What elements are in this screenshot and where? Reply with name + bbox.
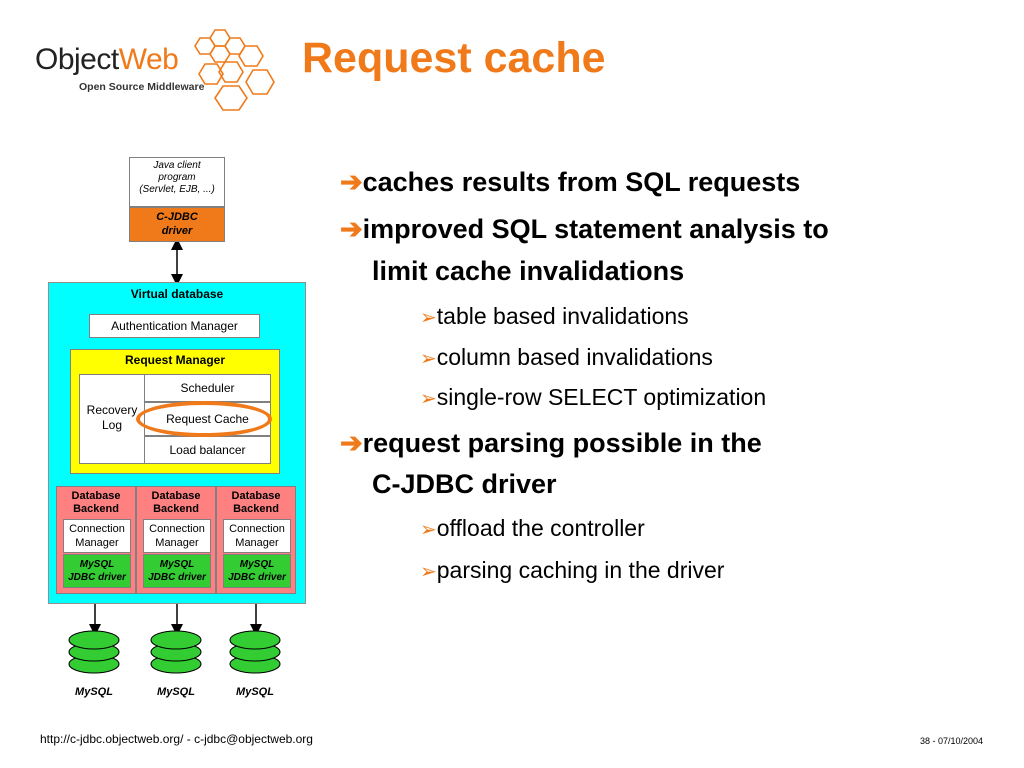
arrow-bullet-icon: ➔ — [340, 167, 363, 197]
mysql-db-label: MySQL — [236, 686, 274, 698]
sub-bullet: ➢parsing caching in the driver — [420, 556, 724, 586]
bullet-improved-analysis: ➔improved SQL statement analysis to — [340, 213, 829, 245]
bullet-caches-results: ➔caches results from SQL requests — [340, 166, 800, 198]
java-client-line: program — [158, 172, 196, 183]
recovery-log-line: Recovery — [86, 403, 138, 417]
database-icon — [229, 630, 281, 674]
java-client-line: Java client — [153, 160, 201, 171]
sub-bullet-text: table based invalidations — [436, 303, 689, 329]
logo-subtitle: Open Source Middleware — [79, 81, 205, 93]
page-title: Request cache — [302, 34, 606, 82]
driver-line: MySQL — [159, 559, 195, 570]
database-icon — [150, 630, 202, 674]
scheduler-box: Scheduler — [144, 374, 271, 402]
triangle-bullet-icon: ➢ — [420, 307, 437, 329]
conn-line: Manager — [235, 537, 279, 549]
cjdbc-line: C-JDBC — [156, 211, 198, 223]
bullet-text-continued: limit cache invalidations — [372, 256, 685, 286]
request-manager-label: Request Manager — [124, 353, 226, 367]
sub-bullet-text: offload the controller — [436, 515, 645, 541]
objectweb-logo: ObjectWeb Open Source Middleware — [35, 28, 285, 113]
driver-line: MySQL — [79, 559, 115, 570]
bullet-request-parsing: ➔request parsing possible in the — [340, 427, 762, 459]
sub-bullet-text: parsing caching in the driver — [436, 557, 725, 583]
sub-bullet: ➢offload the controller — [420, 514, 645, 544]
sub-bullet: ➢column based invalidations — [420, 343, 713, 373]
mysql-jdbc-driver-box: MySQL JDBC driver — [223, 554, 291, 588]
backend-label-line: Backend — [153, 503, 199, 515]
mysql-db-label: MySQL — [157, 686, 195, 698]
conn-line: Manager — [75, 537, 119, 549]
conn-line: Manager — [155, 537, 199, 549]
driver-line: JDBC driver — [68, 572, 126, 583]
highlight-ellipse — [136, 401, 272, 437]
bullet-text: improved SQL statement analysis to — [362, 214, 829, 244]
cjdbc-line: driver — [161, 225, 193, 237]
conn-line: Connection — [229, 523, 285, 535]
triangle-bullet-icon: ➢ — [420, 348, 437, 370]
conn-line: Connection — [69, 523, 125, 535]
cjdbc-driver-box: C-JDBC driver — [129, 207, 225, 242]
backend-label-line: Database — [71, 490, 121, 502]
backend-label-line: Backend — [233, 503, 279, 515]
virtual-database-label: Virtual database — [130, 287, 224, 301]
mysql-jdbc-driver-box: MySQL JDBC driver — [143, 554, 211, 588]
recovery-log-line: Log — [101, 418, 123, 432]
bullet-text-continued: C-JDBC driver — [372, 469, 557, 499]
recovery-log-box: Recovery Log — [79, 374, 145, 464]
mysql-db-label: MySQL — [75, 686, 113, 698]
backend-label-line: Database — [151, 490, 201, 502]
driver-line: JDBC driver — [228, 572, 286, 583]
sub-bullet: ➢single-row SELECT optimization — [420, 383, 766, 413]
load-balancer-box: Load balancer — [144, 436, 271, 464]
bullet-text: caches results from SQL requests — [362, 167, 801, 197]
driver-line: JDBC driver — [148, 572, 206, 583]
triangle-bullet-icon: ➢ — [420, 519, 437, 541]
footer-url: http://c-jdbc.objectweb.org/ - c-jdbc@ob… — [40, 732, 313, 746]
sub-bullet-text: single-row SELECT optimization — [436, 384, 767, 410]
java-client-box: Java client program (Servlet, EJB, ...) — [129, 157, 225, 207]
triangle-bullet-icon: ➢ — [420, 388, 437, 410]
logo-text-main: Object — [35, 43, 119, 76]
arrow-bullet-icon: ➔ — [340, 428, 363, 458]
database-icon — [68, 630, 120, 674]
footer-page-date: 38 - 07/10/2004 — [920, 736, 984, 746]
backend-label-line: Backend — [73, 503, 119, 515]
java-client-line: (Servlet, EJB, ...) — [139, 184, 215, 195]
conn-line: Connection — [149, 523, 205, 535]
sub-bullet-text: column based invalidations — [436, 344, 713, 370]
triangle-bullet-icon: ➢ — [420, 561, 437, 583]
bullet-text: request parsing possible in the — [362, 428, 762, 458]
logo-wordmark: ObjectWeb — [35, 43, 179, 77]
logo-text-accent: Web — [118, 43, 179, 76]
driver-line: MySQL — [239, 559, 275, 570]
hexagon-graphic-icon — [194, 29, 275, 111]
sub-bullet: ➢table based invalidations — [420, 302, 689, 332]
backend-label-line: Database — [231, 490, 281, 502]
arrow-bullet-icon: ➔ — [340, 214, 363, 244]
authentication-manager-box: Authentication Manager — [89, 314, 260, 338]
mysql-jdbc-driver-box: MySQL JDBC driver — [63, 554, 131, 588]
